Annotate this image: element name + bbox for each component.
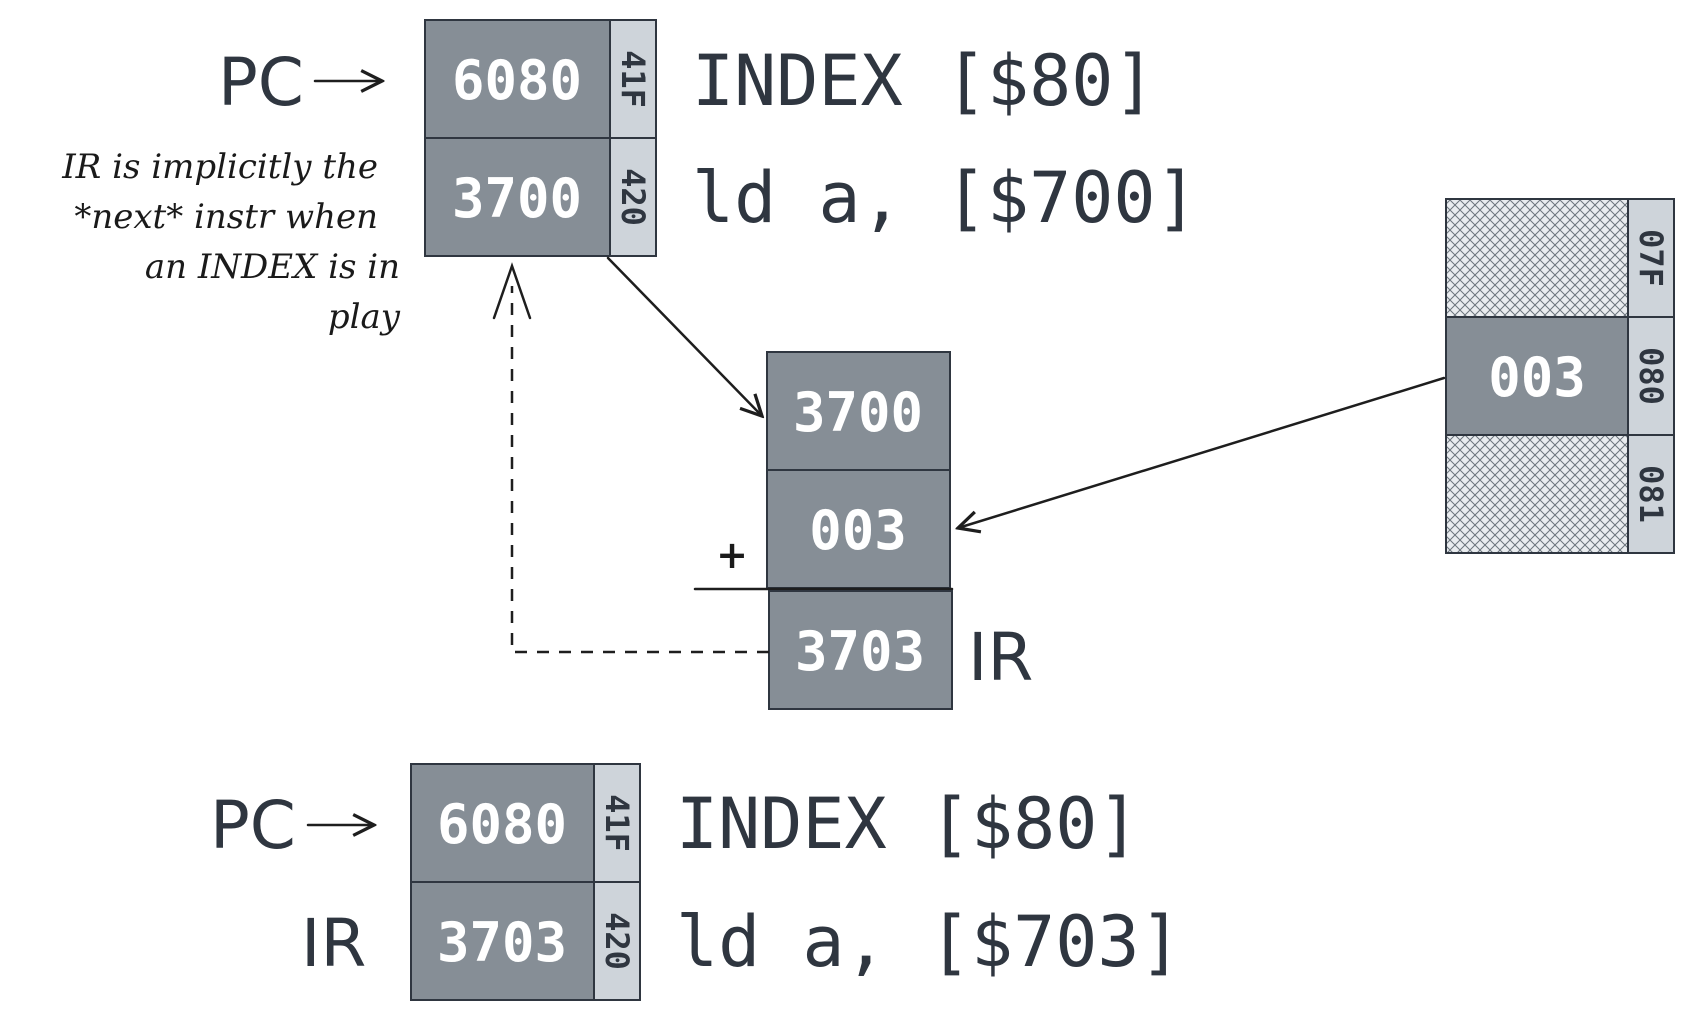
sum-operand-b-box xyxy=(766,469,951,589)
memory-block: 07F 003 080 081 xyxy=(1445,198,1675,554)
mem-cell-081-addr-box xyxy=(1627,434,1675,554)
ir-note: IR is implicitly the *next* instr when a… xyxy=(61,147,401,337)
plus-sign: + xyxy=(716,533,748,577)
mem-cell-07f-box xyxy=(1445,198,1629,318)
mem-cell-080-value: 003 xyxy=(1488,346,1586,409)
ir-feedback-arrowhead xyxy=(492,262,532,320)
bottom-cell-41f-value: 6080 xyxy=(437,793,567,856)
bottom-cell-41f-addr: 41F xyxy=(598,794,636,852)
top-cell-420-value: 3700 xyxy=(452,167,582,230)
top-cell-41f-addr-box xyxy=(609,19,657,139)
bottom-cell-420-addr-box xyxy=(593,881,641,1001)
bottom-instr-index: INDEX [$80] xyxy=(676,783,1140,865)
mem-cell-080-addr-box xyxy=(1627,316,1675,436)
sum-result-box xyxy=(768,590,953,710)
top-cell-41f-addr: 41F xyxy=(614,50,652,108)
mem-cell-07f-addr-box xyxy=(1627,198,1675,318)
note-line-1: IR is implicitly the xyxy=(61,147,378,187)
top-instr-ld: ld a, [$700] xyxy=(692,157,1198,239)
bottom-cell-41f-box xyxy=(410,763,595,883)
mem-cell-080-addr: 080 xyxy=(1632,347,1670,405)
operand-arrow xyxy=(606,256,762,416)
top-cell-41f: 6080 41F xyxy=(424,19,657,139)
top-cell-420-addr-box xyxy=(609,137,657,257)
top-cell-41f-value: 6080 xyxy=(452,49,582,112)
bottom-cell-41f: 6080 41F xyxy=(410,763,641,883)
bottom-cell-420-addr: 420 xyxy=(598,912,636,970)
ir-feedback-dashed-line xyxy=(510,286,769,654)
top-cell-420-box xyxy=(424,137,611,257)
mem-cell-080-box xyxy=(1445,316,1629,436)
top-cell-420: 3700 420 xyxy=(424,137,657,257)
sum-operand-b: 003 xyxy=(809,499,907,562)
memory-arrow xyxy=(958,376,1446,528)
mem-cell-07f-addr: 07F xyxy=(1632,229,1670,287)
sum-ir-label: IR xyxy=(968,619,1033,696)
bottom-cell-420-box xyxy=(410,881,595,1001)
note-line-3: an INDEX is in xyxy=(145,247,400,287)
top-cell-420-addr: 420 xyxy=(614,168,652,226)
mem-cell-081-addr: 081 xyxy=(1632,465,1670,523)
note-line-2: *next* instr when xyxy=(74,197,378,237)
mem-cell-081-box xyxy=(1445,434,1629,554)
sum-operand-a: 3700 xyxy=(793,381,923,444)
sum-operand-a-box xyxy=(766,351,951,471)
bottom-instr-ld: ld a, [$703] xyxy=(676,901,1182,983)
sum-block: 3700 003 + 3703 IR xyxy=(693,351,1033,710)
bottom-pc-label: PC xyxy=(210,787,296,864)
bottom-cell-420: 3703 420 xyxy=(410,881,641,1001)
top-pc-label: PC xyxy=(218,44,304,121)
sum-result: 3703 xyxy=(795,620,925,683)
note-line-4: play xyxy=(328,297,401,337)
bottom-cell-420-value: 3703 xyxy=(437,911,567,974)
top-instr-index: INDEX [$80] xyxy=(692,40,1156,122)
bottom-ir-label: IR xyxy=(301,905,366,982)
